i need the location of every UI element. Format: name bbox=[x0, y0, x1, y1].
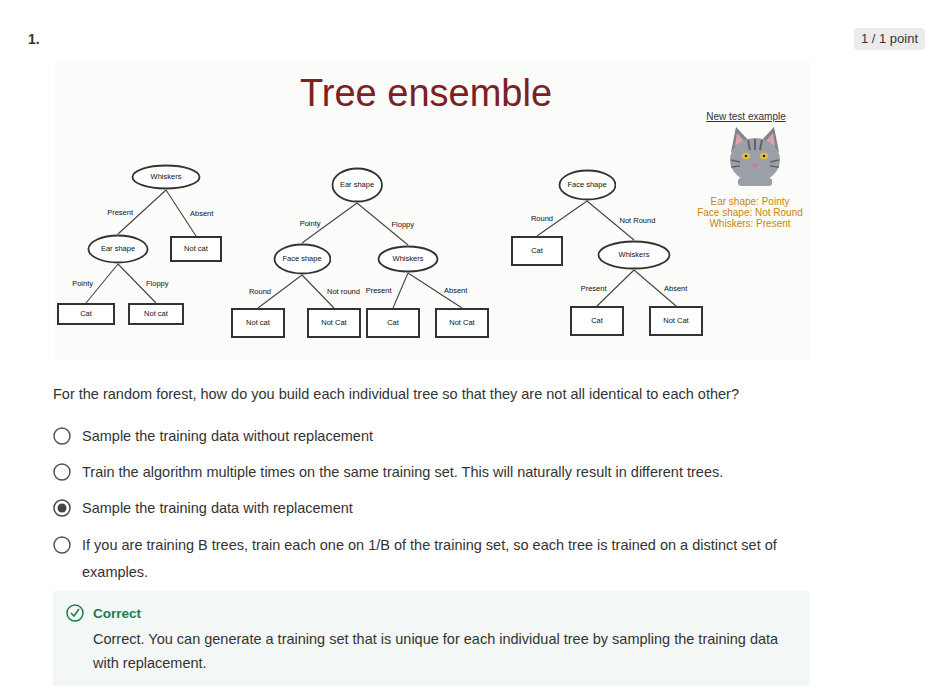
ellipse-shape bbox=[133, 166, 200, 189]
score-text: 1 / 1 point bbox=[861, 32, 918, 47]
decision-node: Whiskers bbox=[131, 164, 201, 190]
branch-label: Floppy bbox=[145, 279, 170, 288]
question-number: 1. bbox=[28, 30, 40, 48]
branch-label: Not Round bbox=[618, 216, 656, 225]
ellipse-shape bbox=[559, 171, 615, 200]
branch-label: Round bbox=[530, 214, 554, 223]
feature-value: Ear shape: Pointy bbox=[690, 195, 810, 208]
feedback-status: Correct bbox=[93, 605, 810, 622]
node-label: Face shape bbox=[282, 255, 321, 264]
branch-label: Absent bbox=[189, 209, 214, 218]
leaf-box: Cat bbox=[57, 303, 115, 325]
node-label: Ear shape bbox=[101, 245, 135, 254]
node-label: Not Cat bbox=[321, 319, 346, 328]
leaf-box: Cat bbox=[366, 308, 420, 338]
leaf-box: Cat bbox=[570, 306, 624, 336]
feedback-text: Correct. You can generate a training set… bbox=[93, 627, 783, 675]
branch-label: Pointy bbox=[299, 219, 322, 228]
node-label: Not cat bbox=[144, 310, 168, 319]
node-label: Not cat bbox=[184, 245, 208, 254]
feedback-panel: CorrectCorrect. You can generate a train… bbox=[53, 591, 810, 686]
ellipse-shape bbox=[89, 236, 148, 263]
decision-node: Face shape bbox=[273, 243, 332, 275]
branch-label: Present bbox=[580, 284, 608, 293]
answer-option: Train the algorithm multiple times on th… bbox=[82, 463, 822, 482]
decision-node: Ear shape bbox=[331, 167, 383, 203]
branch-label: Present bbox=[365, 286, 393, 295]
leaf-box: Not Cat bbox=[649, 306, 703, 336]
node-label: Cat bbox=[80, 310, 92, 319]
ellipse-shape bbox=[599, 242, 670, 269]
cat-illustration bbox=[730, 127, 780, 186]
node-label: Not Cat bbox=[449, 319, 474, 328]
decision-node: Whiskers bbox=[377, 245, 439, 273]
ellipse-shape bbox=[379, 247, 438, 272]
leaf-box: Not Cat bbox=[307, 308, 361, 338]
tree-branch bbox=[393, 273, 408, 308]
branch-label: Floppy bbox=[390, 220, 415, 229]
feature-value: Whiskers: Present bbox=[690, 217, 810, 230]
leaf-box: Not cat bbox=[128, 303, 184, 325]
node-label: Not Cat bbox=[663, 317, 688, 326]
answer-option: Sample the training data with replacemen… bbox=[82, 499, 822, 518]
node-label: Whiskers bbox=[393, 255, 424, 264]
score-badge: 1 / 1 point bbox=[854, 28, 925, 50]
feature-value: Face shape: Not Round bbox=[690, 206, 810, 219]
answer-option: If you are training B trees, train each … bbox=[82, 532, 807, 586]
leaf-box: Not cat bbox=[170, 236, 222, 262]
branch-label: Absent bbox=[663, 284, 688, 293]
node-label: Ear shape bbox=[340, 181, 374, 190]
question-text: For the random forest, how do you build … bbox=[53, 385, 833, 404]
ellipse-shape bbox=[332, 169, 381, 202]
node-label: Whiskers bbox=[151, 173, 182, 182]
branch-label: Present bbox=[106, 208, 134, 217]
decision-node: Whiskers bbox=[597, 240, 671, 270]
node-label: Not cat bbox=[246, 319, 270, 328]
answer-option: Sample the training data without replace… bbox=[82, 427, 822, 446]
decision-node: Ear shape bbox=[87, 234, 149, 264]
diagram-title: Tree ensemble bbox=[300, 72, 552, 115]
leaf-box: Not Cat bbox=[435, 308, 489, 338]
branch-label: Not round bbox=[326, 287, 361, 296]
test-example-heading: New test example bbox=[690, 110, 802, 123]
ellipse-shape bbox=[274, 245, 330, 274]
radio-buttons bbox=[54, 428, 70, 553]
diagram-ground bbox=[55, 60, 810, 360]
leaf-box: Not cat bbox=[231, 308, 285, 338]
node-label: Cat bbox=[531, 247, 543, 256]
node-label: Cat bbox=[591, 317, 603, 326]
branch-label: Absent bbox=[443, 286, 468, 295]
node-label: Whiskers bbox=[619, 251, 650, 260]
leaf-box: Cat bbox=[511, 236, 563, 266]
node-label: Face shape bbox=[567, 181, 606, 190]
branch-label: Round bbox=[248, 287, 272, 296]
branch-label: Pointy bbox=[71, 279, 94, 288]
decision-node: Face shape bbox=[558, 169, 617, 201]
node-label: Cat bbox=[387, 319, 399, 328]
